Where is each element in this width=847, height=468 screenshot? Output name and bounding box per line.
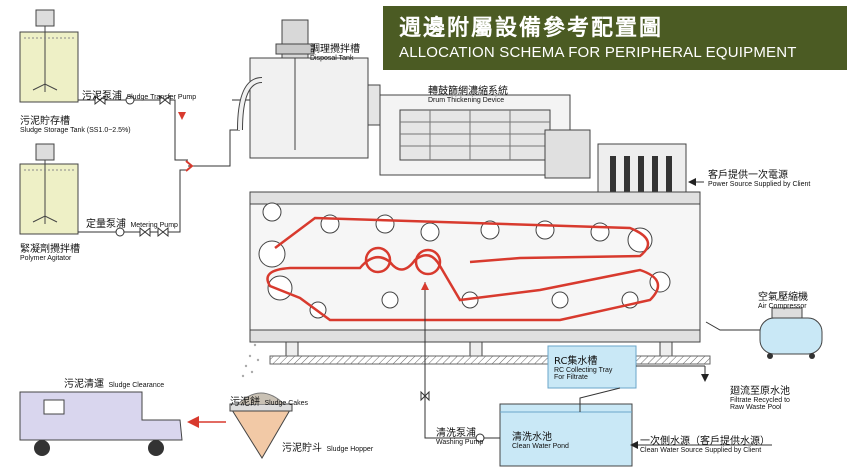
label-en: RC Collecting Tray <box>554 367 613 374</box>
label-sludge-clearance: 污泥清運 Sludge Clearance <box>64 374 164 392</box>
label-zh: 清洗泵浦 <box>436 428 476 439</box>
label-sludge-hopper: 污泥貯斗 Sludge Hopper <box>282 438 373 456</box>
label-en: Filtrate Recycled to <box>730 397 790 404</box>
label-sludge-transfer-pump: 污泥泵浦 Sludge Transfer Pump <box>82 86 196 104</box>
label-clean-water-source: 一次側水源（客戶提供水源） Clean Water Source Supplie… <box>640 432 770 454</box>
title-banner: 週邊附屬設備參考配置圖 ALLOCATION SCHEMA FOR PERIPH… <box>383 6 847 70</box>
drum-thickening-device <box>379 94 591 179</box>
ground-hatch <box>269 355 711 365</box>
spray-arrow <box>421 282 429 290</box>
label-en: Disposal Tank <box>310 55 354 62</box>
rc-collecting-tray <box>547 345 637 389</box>
label-zh: 緊凝劑攪拌槽 <box>20 244 80 255</box>
sludge-truck <box>19 391 183 456</box>
label-en: Drum Thickening Device <box>428 97 505 104</box>
red-inlet-arrows <box>178 112 194 172</box>
label-en: Clean Water Source Supplied by Client <box>640 447 762 454</box>
sludge-cake-drop <box>241 343 260 378</box>
label-zh: 污泥清運 <box>64 379 104 390</box>
label-en: Sludge Storage Tank (SS1.0~2.5%) <box>20 127 131 134</box>
label-metering-pump: 定量泵浦 Metering Pump <box>86 214 178 232</box>
label-disposal-tank: 調理攪拌槽 Disposal Tank <box>310 40 360 62</box>
label-filtrate-recycled: 廻流至原水池 Filtrate Recycled to Raw Waste Po… <box>730 382 790 411</box>
filter-belt <box>266 216 660 322</box>
label-zh: 空氣壓縮機 <box>758 292 808 303</box>
sludge-hopper <box>229 392 293 459</box>
label-zh: 調理攪拌槽 <box>310 44 360 55</box>
label-drum-thickening: 轉鼓篩網濃縮系統 Drum Thickening Device <box>428 82 508 104</box>
disposal-tank <box>237 19 381 159</box>
label-zh: 污泥餅 <box>230 397 260 408</box>
label-power-source: 客戶提供一次電源 Power Source Supplied by Client <box>708 166 810 188</box>
label-zh: 污泥貯斗 <box>282 443 322 454</box>
label-zh: RC集水槽 <box>554 356 598 367</box>
clean-water-pond <box>499 387 633 467</box>
label-zh: 清洗水池 <box>512 432 552 443</box>
label-en: Polymer Agitator <box>20 255 72 262</box>
label-en: Clean Water Pond <box>512 443 569 450</box>
label-air-compressor: 空氣壓縮機 Air Compressor <box>758 288 808 310</box>
label-en: Washing Pump <box>436 439 484 446</box>
label-en: Air Compressor <box>758 303 807 310</box>
label-zh: 污泥泵浦 <box>82 91 122 102</box>
washing-line <box>420 282 500 443</box>
label-zh: 客戶提供一次電源 <box>708 170 788 181</box>
label-en: Sludge Hopper <box>326 446 374 453</box>
label-polymer-agitator: 緊凝劑攪拌槽 Polymer Agitator <box>20 240 80 262</box>
label-en: Metering Pump <box>130 222 178 229</box>
banner-bg <box>383 6 847 70</box>
metering-pump-icon <box>115 226 169 238</box>
label-en: Power Source Supplied by Client <box>708 181 811 188</box>
label-en: Raw Waste Pool <box>730 404 782 411</box>
label-zh: 廻流至原水池 <box>730 386 790 397</box>
label-zh: 一次側水源（客戶提供水源） <box>640 436 770 447</box>
sludge-storage-tank <box>19 9 79 103</box>
label-sludge-cakes: 污泥餅 Sludge Cakes <box>230 392 308 410</box>
title-en: ALLOCATION SCHEMA FOR PERIPHERAL EQUIPME… <box>399 44 797 61</box>
transfer-pump-icon <box>94 94 171 106</box>
label-sludge-storage-tank: 污泥貯存槽 Sludge Storage Tank (SS1.0~2.5%) <box>20 112 131 134</box>
label-washing-pump: 清洗泵浦 Washing Pump <box>436 424 483 446</box>
label-en: For Filtrate <box>554 374 588 381</box>
label-zh: 污泥貯存槽 <box>20 116 70 127</box>
air-compressor <box>705 307 823 359</box>
label-rc-tray: RC集水槽 RC Collecting Tray For Filtrate <box>554 352 612 381</box>
label-clean-water-pond: 清洗水池 Clean Water Pond <box>512 428 569 450</box>
label-en: Sludge Cakes <box>264 400 309 407</box>
label-zh: 轉鼓篩網濃縮系統 <box>428 86 508 97</box>
label-en: Sludge Transfer Pump <box>126 94 197 101</box>
polymer-agitator-tank <box>19 143 79 235</box>
title-zh: 週邊附屬設備參考配置圖 <box>399 16 664 41</box>
label-en: Sludge Clearance <box>108 382 165 389</box>
label-zh: 定量泵浦 <box>86 219 126 230</box>
